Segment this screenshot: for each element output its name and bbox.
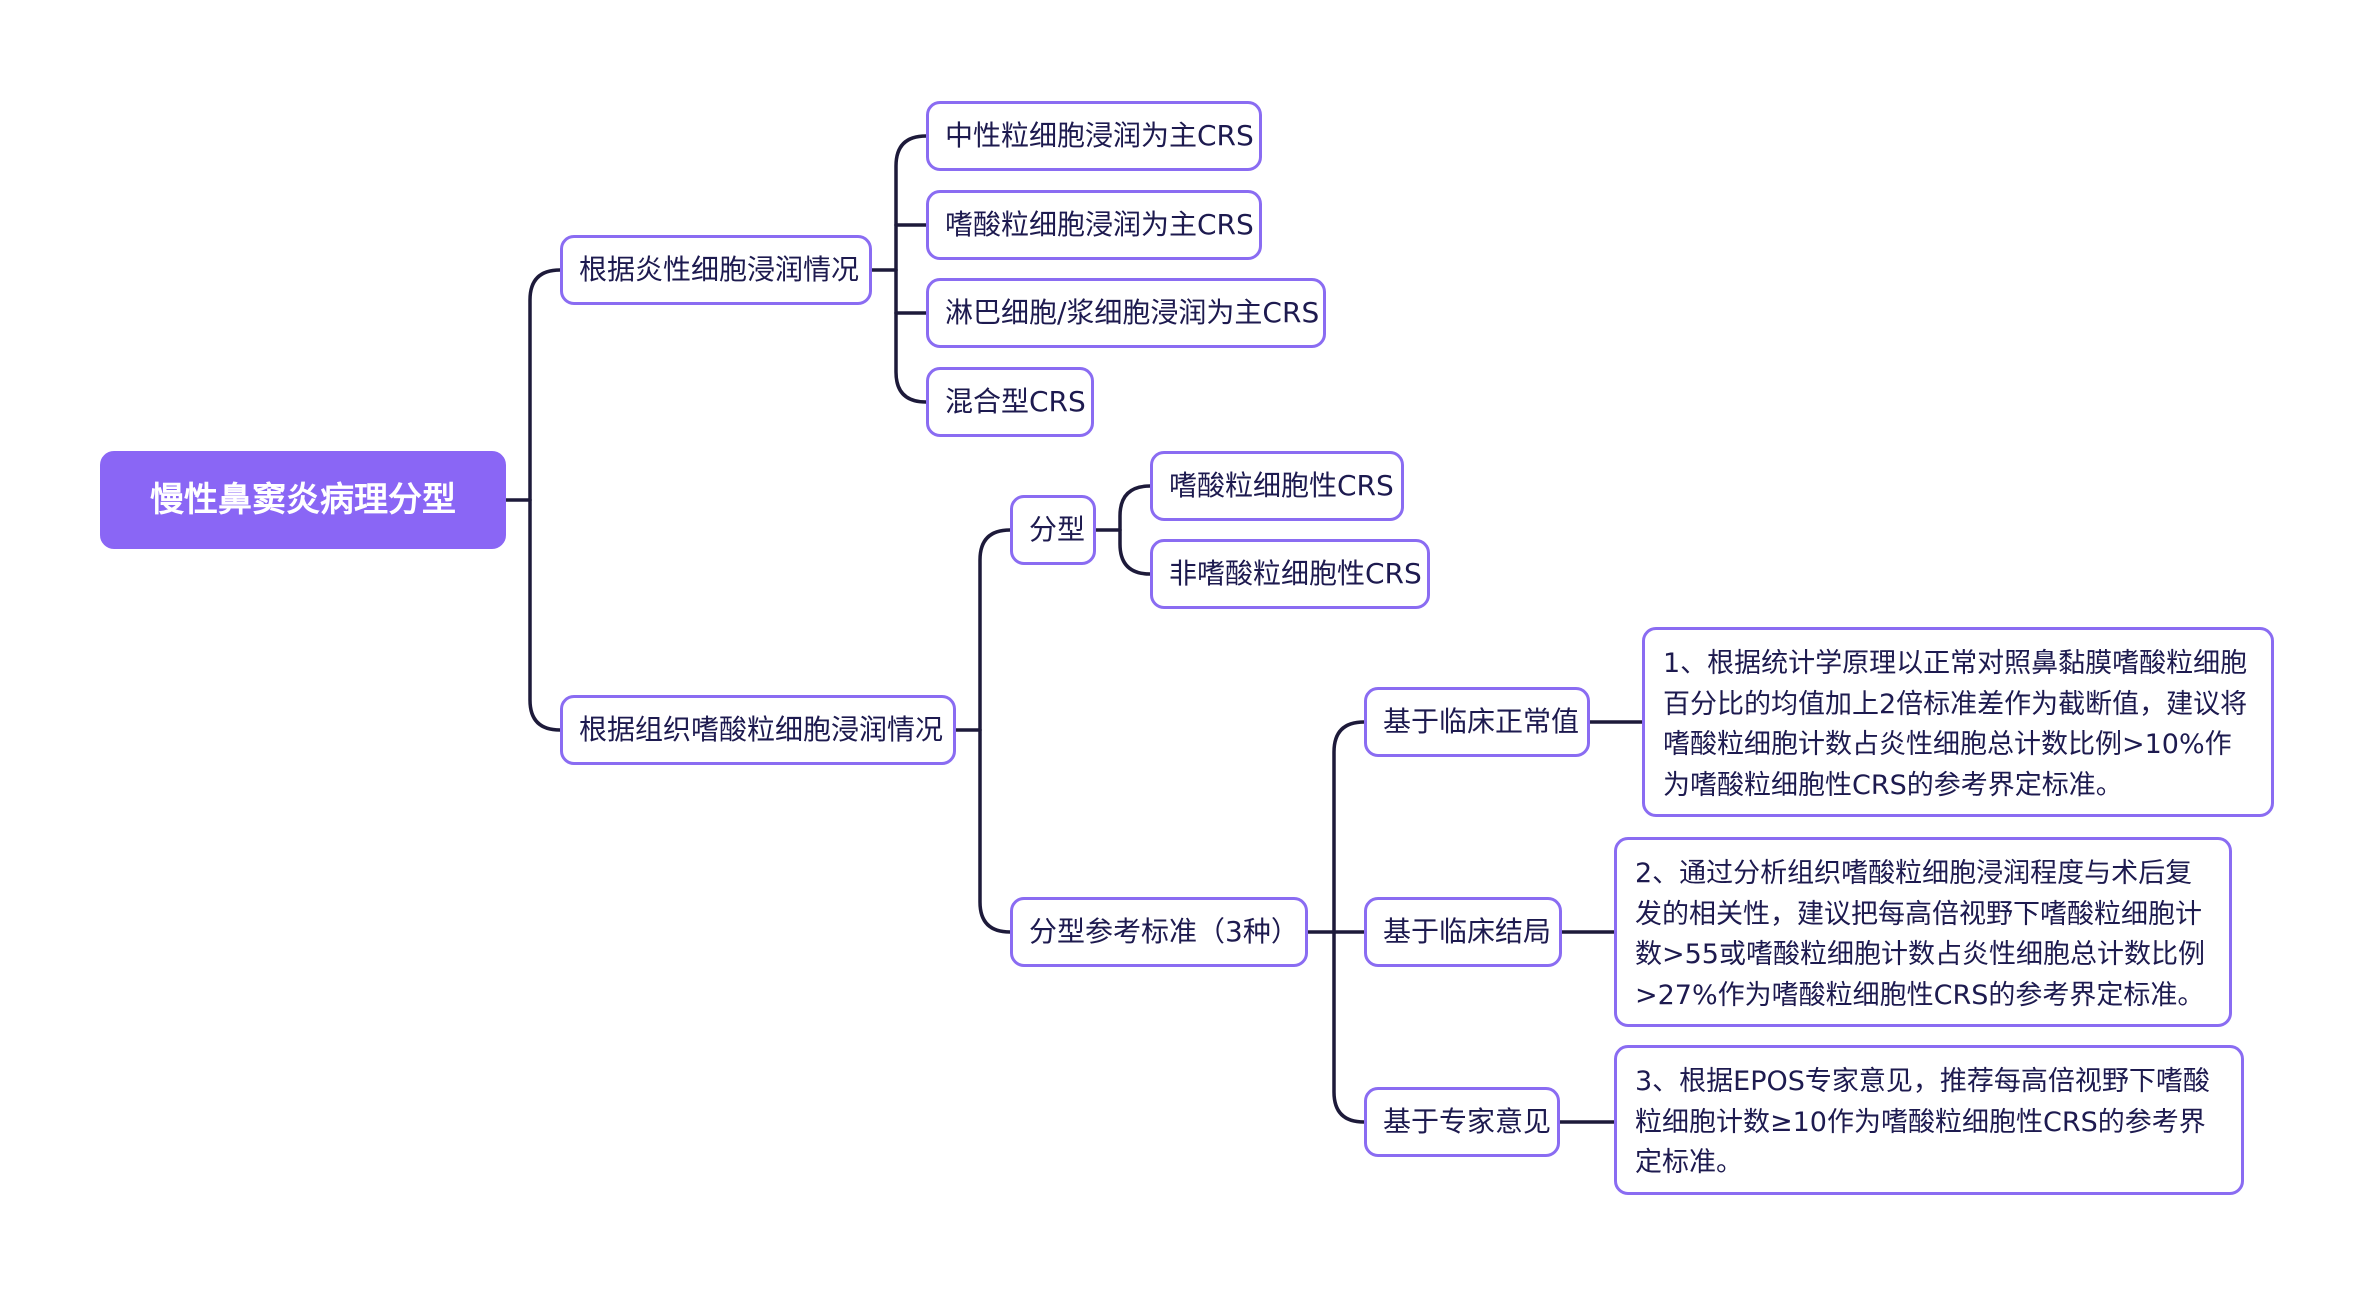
leaf-label: 嗜酸粒细胞浸润为主CRS: [945, 208, 1254, 241]
note-expert-opinion[interactable]: 3、根据EPOS专家意见，推荐每高倍视野下嗜酸粒细胞计数≥10作为嗜酸粒细胞性C…: [1614, 1045, 2244, 1195]
criterion-label: 基于临床正常值: [1383, 705, 1580, 738]
note-clinical-normal[interactable]: 1、根据统计学原理以正常对照鼻黏膜嗜酸粒细胞百分比的均值加上2倍标准差作为截断值…: [1642, 627, 2274, 817]
criterion-clinical-outcome[interactable]: 基于临床结局: [1364, 897, 1562, 967]
criterion-label: 基于临床结局: [1383, 915, 1552, 948]
branch-inflammatory-label: 根据炎性细胞浸润情况: [579, 253, 860, 286]
note-clinical-outcome[interactable]: 2、通过分析组织嗜酸粒细胞浸润程度与术后复发的相关性，建议把每高倍视野下嗜酸粒细…: [1614, 837, 2232, 1027]
root-node[interactable]: 慢性鼻窦炎病理分型: [100, 451, 506, 549]
leaf-non-eosinophilic-crs[interactable]: 非嗜酸粒细胞性CRS: [1150, 539, 1430, 609]
note-text: 3、根据EPOS专家意见，推荐每高倍视野下嗜酸粒细胞计数≥10作为嗜酸粒细胞性C…: [1635, 1066, 2210, 1178]
root-label: 慢性鼻窦炎病理分型: [150, 480, 456, 520]
leaf-label: 混合型CRS: [945, 385, 1086, 418]
types-node[interactable]: 分型: [1010, 495, 1096, 565]
leaf-neutrophil-crs[interactable]: 中性粒细胞浸润为主CRS: [926, 101, 1262, 171]
criterion-clinical-normal[interactable]: 基于临床正常值: [1364, 687, 1590, 757]
types-label: 分型: [1029, 513, 1086, 546]
branch-tissue-eosinophil-label: 根据组织嗜酸粒细胞浸润情况: [579, 713, 944, 746]
criteria-label: 分型参考标准（3种）: [1029, 915, 1299, 948]
leaf-eosinophil-dominant-crs[interactable]: 嗜酸粒细胞浸润为主CRS: [926, 190, 1262, 260]
criteria-node[interactable]: 分型参考标准（3种）: [1010, 897, 1308, 967]
leaf-mixed-crs[interactable]: 混合型CRS: [926, 367, 1094, 437]
leaf-eosinophilic-crs[interactable]: 嗜酸粒细胞性CRS: [1150, 451, 1404, 521]
leaf-label: 非嗜酸粒细胞性CRS: [1169, 557, 1422, 590]
leaf-label: 淋巴细胞/浆细胞浸润为主CRS: [945, 296, 1320, 329]
branch-inflammatory-cells[interactable]: 根据炎性细胞浸润情况: [560, 235, 872, 305]
branch-tissue-eosinophil[interactable]: 根据组织嗜酸粒细胞浸润情况: [560, 695, 956, 765]
leaf-lymphocyte-plasma-crs[interactable]: 淋巴细胞/浆细胞浸润为主CRS: [926, 278, 1326, 348]
leaf-label: 嗜酸粒细胞性CRS: [1169, 469, 1394, 502]
note-text: 1、根据统计学原理以正常对照鼻黏膜嗜酸粒细胞百分比的均值加上2倍标准差作为截断值…: [1663, 648, 2248, 801]
leaf-label: 中性粒细胞浸润为主CRS: [945, 119, 1254, 152]
criterion-label: 基于专家意见: [1383, 1105, 1552, 1138]
note-text: 2、通过分析组织嗜酸粒细胞浸润程度与术后复发的相关性，建议把每高倍视野下嗜酸粒细…: [1635, 858, 2205, 1011]
criterion-expert-opinion[interactable]: 基于专家意见: [1364, 1087, 1560, 1157]
